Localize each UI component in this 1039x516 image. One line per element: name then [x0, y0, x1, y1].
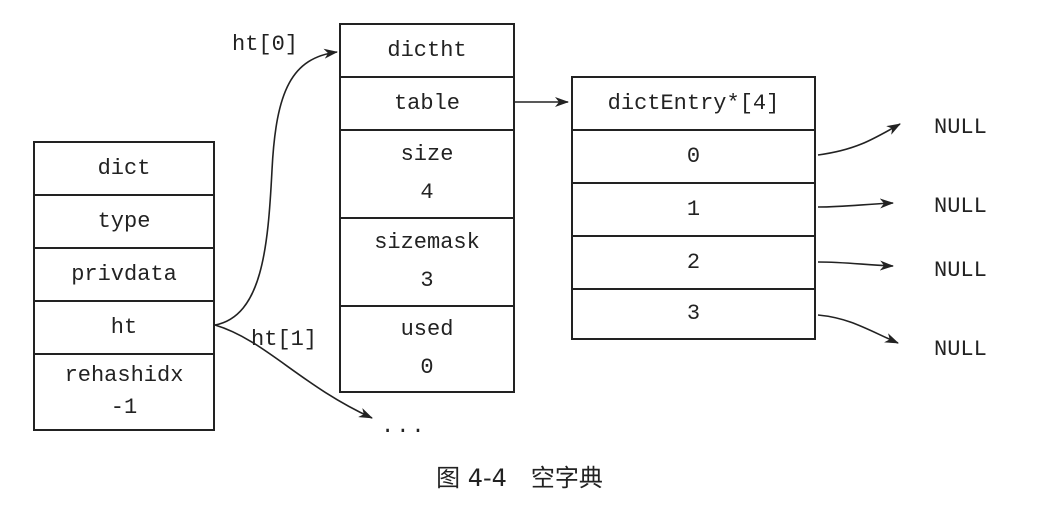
arrow-ht0: [214, 48, 338, 326]
dictht-sizemask-label: sizemask: [374, 230, 480, 255]
dict-entry-slot-0: 0: [573, 131, 814, 184]
ht0-label: ht[0]: [232, 32, 299, 57]
dict-privdata-field: privdata: [71, 261, 177, 287]
dict-rehashidx-cell: rehashidx -1: [35, 355, 213, 429]
dict-entry-slot-2: 2: [573, 237, 814, 290]
dictht-sizemask-value: 3: [420, 268, 434, 293]
null-label-0: NULL: [934, 115, 987, 140]
slot-index-3: 3: [686, 301, 701, 326]
dictht-size-value: 4: [420, 180, 434, 205]
slot-index-1: 1: [686, 196, 701, 222]
ellipsis-label: ...: [381, 414, 427, 439]
dictht-size-cell: size 4: [341, 131, 513, 219]
dict-ht-cell: ht: [35, 302, 213, 355]
arrow-slot-0: [817, 123, 901, 156]
dict-type-cell: type: [35, 196, 213, 249]
slot-index-0: 0: [686, 143, 701, 169]
dict-rehashidx-label: rehashidx: [64, 363, 184, 388]
dict-entry-header: dictEntry*[4]: [607, 90, 780, 116]
dictht-title-cell: dictht: [341, 25, 513, 78]
arrow-slot-3: [817, 314, 899, 344]
figure-caption: 图 4-4 空字典: [436, 464, 603, 492]
null-label-1: NULL: [934, 194, 987, 219]
dictht-sizemask-cell: sizemask 3: [341, 219, 513, 307]
dictht-used-value: 0: [420, 355, 434, 380]
dict-entry-header-cell: dictEntry*[4]: [573, 78, 814, 131]
dict-entry-array: dictEntry*[4] 0 1 2 3: [571, 76, 816, 340]
dict-entry-slot-3: 3: [573, 290, 814, 338]
dict-struct: dict type privdata ht rehashidx -1: [33, 141, 215, 431]
dictht-struct: dictht table size 4 sizemask 3 used 0: [339, 23, 515, 393]
null-label-3: NULL: [934, 337, 987, 362]
slot-index-2: 2: [686, 249, 701, 275]
dict-entry-slot-1: 1: [573, 184, 814, 237]
dictht-used-label: used: [400, 317, 454, 342]
dict-rehashidx-value: -1: [110, 395, 138, 420]
dictht-table-field: table: [393, 90, 460, 116]
dict-privdata-cell: privdata: [35, 249, 213, 302]
dictht-size-label: size: [400, 142, 454, 167]
dict-ht-field: ht: [110, 314, 138, 340]
dictht-used-cell: used 0: [341, 307, 513, 391]
null-label-2: NULL: [934, 258, 987, 283]
dict-title-cell: dict: [35, 143, 213, 196]
dict-type-field: type: [97, 208, 151, 234]
ht1-label: ht[1]: [251, 327, 318, 352]
arrow-slot-2: [817, 260, 894, 271]
dictht-table-cell: table: [341, 78, 513, 131]
dict-title: dict: [97, 155, 151, 181]
dictht-title: dictht: [387, 37, 467, 63]
arrow-slot-1: [817, 198, 894, 209]
